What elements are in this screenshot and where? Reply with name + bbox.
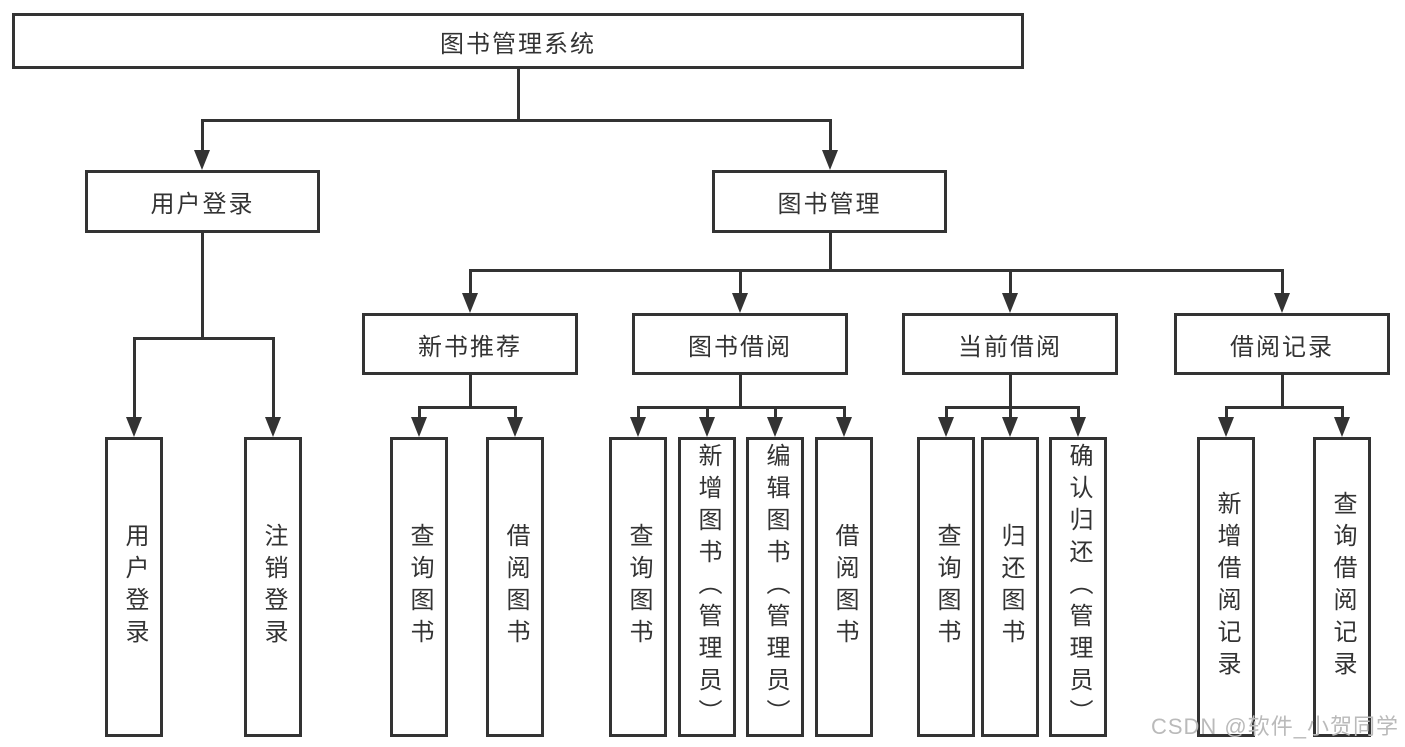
- connector-to-book-borrow: [738, 269, 742, 294]
- arrow-bb-leaf2: [699, 417, 715, 437]
- connector-br-leaf2: [1340, 406, 1344, 418]
- node-new-book-recommend-label: 新书推荐: [418, 333, 522, 361]
- leaf-query-borrow-record: 查询借阅记录: [1313, 437, 1371, 737]
- leaf-confirm-return-admin-label: 确认归还（管理员）: [1065, 443, 1092, 731]
- arrow-bb-leaf4: [836, 417, 852, 437]
- node-user-login-label: 用户登录: [150, 191, 255, 218]
- connector-cb-leaf1: [944, 406, 948, 418]
- connector-to-new-book: [468, 269, 472, 294]
- connector-br-leaf1: [1224, 406, 1228, 418]
- connector-root-stem: [516, 69, 520, 120]
- connector-bm-split: [468, 269, 1284, 272]
- connector-to-borrow-records: [1280, 269, 1284, 294]
- leaf-confirm-return-admin: 确认归还（管理员）: [1049, 437, 1107, 737]
- arrow-cb-leaf1: [938, 417, 954, 437]
- connector-br-split: [1224, 406, 1344, 409]
- leaf-add-borrow-record-label: 新增借阅记录: [1213, 491, 1240, 683]
- arrow-to-current-borrow: [1002, 293, 1018, 313]
- leaf-query-books-3-label: 查询图书: [933, 523, 960, 651]
- leaf-query-books-1: 查询图书: [390, 437, 448, 737]
- connector-cb-leaf2: [1008, 406, 1012, 418]
- arrow-to-new-book: [462, 293, 478, 313]
- connector-nb-stem: [468, 375, 472, 407]
- arrow-cb-leaf2: [1002, 417, 1018, 437]
- connector-bb-leaf3: [773, 406, 777, 418]
- leaf-add-borrow-record: 新增借阅记录: [1197, 437, 1255, 737]
- connector-to-user-login: [200, 119, 204, 151]
- connector-to-leaf-logout: [271, 337, 275, 418]
- connector-to-leaf-login: [132, 337, 136, 418]
- leaf-query-books-3: 查询图书: [917, 437, 975, 737]
- arrow-nb-leaf2: [507, 417, 523, 437]
- connector-bm-stem: [828, 233, 832, 270]
- arrow-cb-leaf3: [1070, 417, 1086, 437]
- leaf-user-login-label: 用户登录: [121, 523, 148, 651]
- node-root-label: 图书管理系统: [440, 30, 596, 58]
- connector-to-current-borrow: [1008, 269, 1012, 294]
- connector-ul-stem: [200, 233, 204, 340]
- watermark: CSDN @软件_小贺同学: [1150, 714, 1399, 739]
- node-current-borrow: 当前借阅: [902, 313, 1118, 375]
- node-user-login: 用户登录: [85, 170, 320, 233]
- leaf-add-books-admin-label: 新增图书（管理员）: [694, 443, 721, 731]
- leaf-add-books-admin: 新增图书（管理员）: [678, 437, 736, 737]
- leaf-query-books-2-label: 查询图书: [625, 523, 652, 651]
- connector-bb-leaf4: [842, 406, 846, 418]
- leaf-edit-books-admin: 编辑图书（管理员）: [746, 437, 804, 737]
- node-new-book-recommend: 新书推荐: [362, 313, 578, 375]
- connector-nb-split: [417, 406, 517, 409]
- connector-bb-leaf2: [705, 406, 709, 418]
- arrow-to-leaf-logout: [265, 417, 281, 437]
- leaf-logout-label: 注销登录: [260, 523, 287, 651]
- node-book-management: 图书管理: [712, 170, 947, 233]
- connector-nb-leaf1: [417, 406, 421, 418]
- leaf-logout: 注销登录: [244, 437, 302, 737]
- node-book-borrow-label: 图书借阅: [688, 333, 792, 361]
- connector-bb-leaf1: [636, 406, 640, 418]
- connector-nb-leaf2: [513, 406, 517, 418]
- leaf-edit-books-admin-label: 编辑图书（管理员）: [762, 443, 789, 731]
- node-book-management-label: 图书管理: [777, 191, 882, 218]
- arrow-br-leaf2: [1334, 417, 1350, 437]
- connector-bb-stem: [738, 375, 742, 407]
- arrow-bb-leaf3: [767, 417, 783, 437]
- leaf-borrow-books-2-label: 借阅图书: [831, 523, 858, 651]
- leaf-borrow-books-2: 借阅图书: [815, 437, 873, 737]
- leaf-query-books-1-label: 查询图书: [406, 523, 433, 651]
- arrow-to-book-management: [822, 150, 838, 170]
- connector-to-book-management: [828, 119, 832, 151]
- connector-cb-split: [944, 406, 1080, 409]
- arrow-to-user-login: [194, 150, 210, 170]
- leaf-query-books-2: 查询图书: [609, 437, 667, 737]
- arrow-bb-leaf1: [630, 417, 646, 437]
- connector-br-stem: [1280, 375, 1284, 407]
- connector-cb-stem: [1008, 375, 1012, 407]
- node-book-borrow: 图书借阅: [632, 313, 848, 375]
- arrow-to-leaf-login: [126, 417, 142, 437]
- node-root: 图书管理系统: [12, 13, 1024, 69]
- leaf-query-borrow-record-label: 查询借阅记录: [1329, 491, 1356, 683]
- leaf-user-login: 用户登录: [105, 437, 163, 737]
- arrow-to-book-borrow: [732, 293, 748, 313]
- arrow-br-leaf1: [1218, 417, 1234, 437]
- node-borrow-records-label: 借阅记录: [1230, 333, 1334, 361]
- connector-cb-leaf3: [1076, 406, 1080, 418]
- node-current-borrow-label: 当前借阅: [958, 333, 1062, 361]
- leaf-return-books-label: 归还图书: [997, 523, 1024, 651]
- arrow-to-borrow-records: [1274, 293, 1290, 313]
- connector-bb-split: [636, 406, 846, 409]
- connector-ul-split: [132, 337, 275, 340]
- connector-root-split: [200, 119, 832, 122]
- leaf-borrow-books-1-label: 借阅图书: [502, 523, 529, 651]
- leaf-return-books: 归还图书: [981, 437, 1039, 737]
- leaf-borrow-books-1: 借阅图书: [486, 437, 544, 737]
- node-borrow-records: 借阅记录: [1174, 313, 1390, 375]
- arrow-nb-leaf1: [411, 417, 427, 437]
